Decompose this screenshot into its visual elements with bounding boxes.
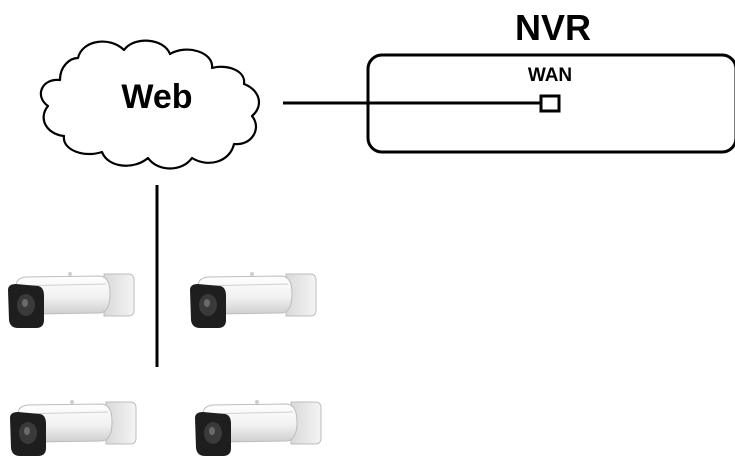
- web-cloud: [39, 39, 261, 170]
- wan-port: [539, 94, 561, 113]
- wan-port-label: WAN: [528, 65, 572, 86]
- camera-top-left: [7, 271, 135, 329]
- nvr-title: NVR: [515, 7, 591, 48]
- camera-bottom-right: [194, 399, 322, 457]
- camera-top-right: [189, 271, 317, 329]
- camera-bottom-left: [9, 399, 137, 457]
- cloud-label: Web: [121, 78, 192, 116]
